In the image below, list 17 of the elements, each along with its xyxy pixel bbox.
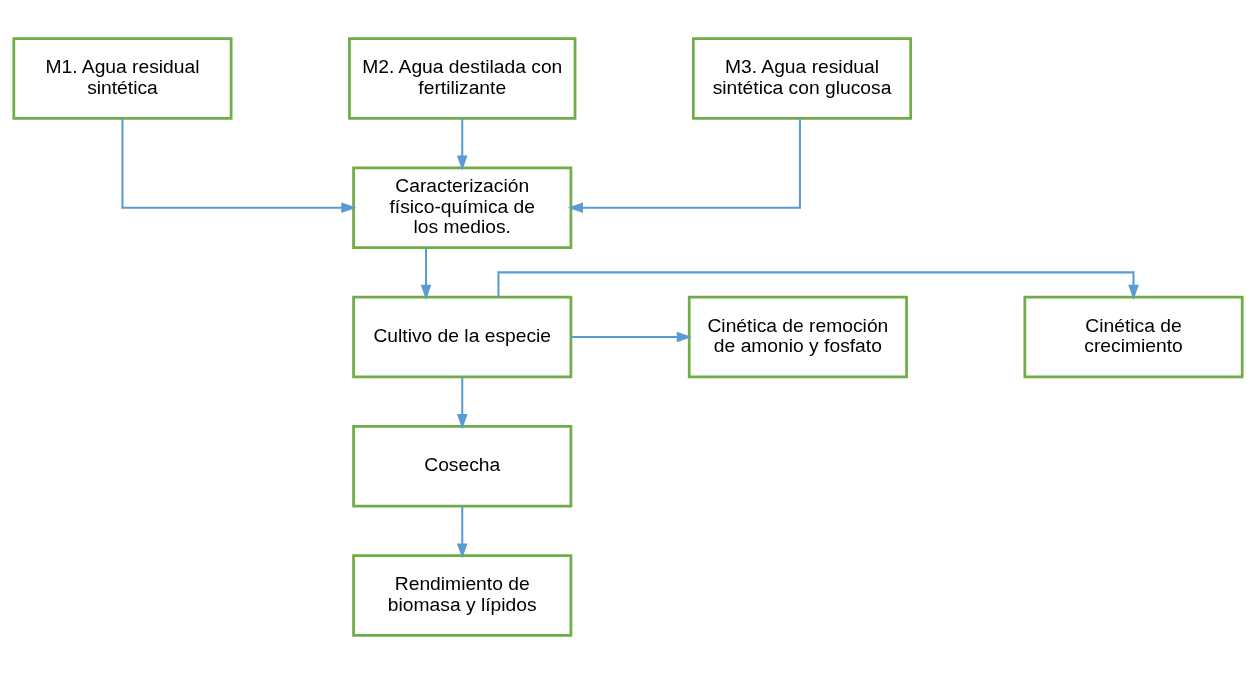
arrow (456, 118, 468, 171)
arrow (571, 331, 692, 342)
arrow (420, 247, 432, 300)
node-box: M1. Agua residual sintética (12, 36, 233, 120)
arrow (456, 376, 468, 429)
node-box: Cosecha (352, 424, 573, 508)
node-box: Cinética de crecimiento (1023, 295, 1244, 378)
node-box: Cultivo de la especie (352, 295, 573, 378)
node-box: Rendimiento de biomasa y lípidos (352, 553, 573, 637)
node-box: Cinética de remoción de amonio y fosfato (687, 295, 908, 378)
arrow (121, 118, 357, 213)
node-box: M3. Agua residual sintética con glucosa (691, 36, 913, 120)
arrow (497, 270, 1139, 300)
arrow (567, 118, 801, 213)
arrow (456, 506, 468, 559)
node-box: Caracterización físico-química de los medios. (352, 165, 573, 249)
node-box: M2. Agua destilada con fertilizante (348, 36, 577, 120)
